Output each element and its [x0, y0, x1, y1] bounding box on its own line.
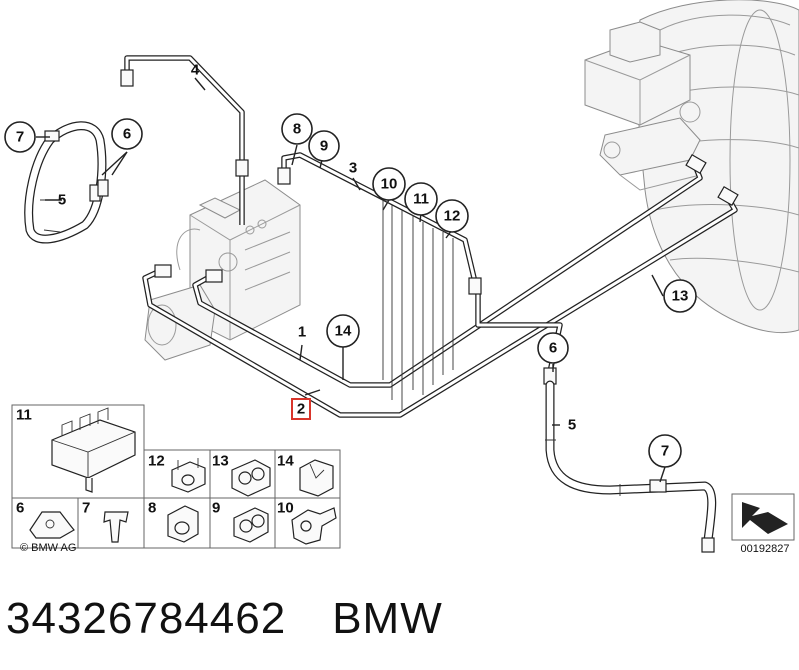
clip-10-drawing	[291, 507, 337, 545]
svg-text:6: 6	[123, 126, 131, 143]
part-footer: 34326784462 BMW	[6, 584, 786, 654]
copyright-text: © BMW AG	[20, 542, 76, 554]
inset-cell-label: 12	[148, 452, 165, 469]
clip-13-drawing	[231, 459, 271, 497]
svg-text:8: 8	[293, 121, 301, 138]
callout-14: 14	[326, 314, 360, 348]
inset-cell-label: 7	[82, 499, 90, 516]
master-cylinder	[584, 21, 701, 191]
inset-cell-label: 6	[16, 499, 24, 516]
parts-inset-grid: 11 12 13 14 6 7 8 9 10	[11, 404, 341, 554]
callout-5-rear: 5	[568, 417, 576, 434]
part-number: 34326784462	[6, 594, 287, 643]
callout-2-highlighted: 2	[291, 398, 311, 420]
callout-4: 4	[191, 62, 200, 79]
svg-text:1: 1	[298, 324, 306, 341]
brand-name: BMW	[332, 594, 443, 643]
svg-text:7: 7	[661, 443, 669, 460]
inset-cell-label: 11	[16, 406, 32, 423]
svg-text:2: 2	[297, 401, 305, 418]
clip-12-drawing	[171, 458, 206, 493]
callout-7-rear: 7	[648, 434, 682, 468]
brake-pipes	[120, 55, 739, 418]
callout-13: 13	[663, 279, 697, 313]
callout-5-front: 5	[58, 192, 66, 209]
svg-text:11: 11	[413, 191, 429, 208]
callout-6-rear: 6	[537, 332, 569, 364]
clip-11-drawing	[51, 407, 136, 493]
clip-7-drawing	[103, 511, 129, 543]
svg-text:10: 10	[381, 176, 398, 193]
arrow-icon	[742, 502, 788, 534]
svg-text:7: 7	[16, 129, 24, 146]
callout-7-front: 7	[4, 121, 36, 153]
leader-lines	[36, 77, 666, 483]
callout-6-front: 6	[111, 118, 143, 150]
callout-11: 11	[404, 182, 438, 216]
clip-14-drawing	[299, 459, 334, 497]
inset-cell-label: 10	[277, 499, 294, 516]
callout-3: 3	[349, 160, 357, 177]
svg-text:5: 5	[568, 417, 576, 434]
clip-9-drawing	[233, 507, 269, 543]
highlight-box	[291, 398, 311, 420]
svg-text:9: 9	[320, 138, 328, 155]
svg-text:5: 5	[58, 192, 66, 209]
callout-10: 10	[372, 167, 406, 201]
svg-text:4: 4	[191, 62, 200, 79]
brake-line-diagram: 4 6 7 5 8 9 3 10 11 12 13 14 1 2 6 5 7 1…	[4, 0, 799, 555]
callout-1: 1	[298, 324, 306, 341]
svg-text:3: 3	[349, 160, 357, 177]
diagram-reference-box: 00192827	[731, 493, 795, 555]
rear-brake-hose	[545, 380, 717, 553]
svg-text:14: 14	[335, 323, 352, 340]
callout-12: 12	[435, 199, 469, 233]
callout-9: 9	[308, 130, 340, 162]
diagram-id: 00192827	[741, 543, 790, 555]
clip-8-drawing	[167, 505, 199, 543]
inset-cell-label: 13	[212, 452, 229, 469]
clip-6-drawing	[29, 511, 75, 539]
inset-cell-label: 9	[212, 499, 220, 516]
inset-cell-label: 14	[277, 452, 294, 469]
svg-text:13: 13	[672, 288, 689, 305]
svg-text:12: 12	[444, 208, 461, 225]
inset-cell-label: 8	[148, 499, 156, 516]
callout-8: 8	[281, 113, 313, 145]
svg-text:6: 6	[549, 340, 557, 357]
front-brake-hose	[24, 121, 109, 244]
